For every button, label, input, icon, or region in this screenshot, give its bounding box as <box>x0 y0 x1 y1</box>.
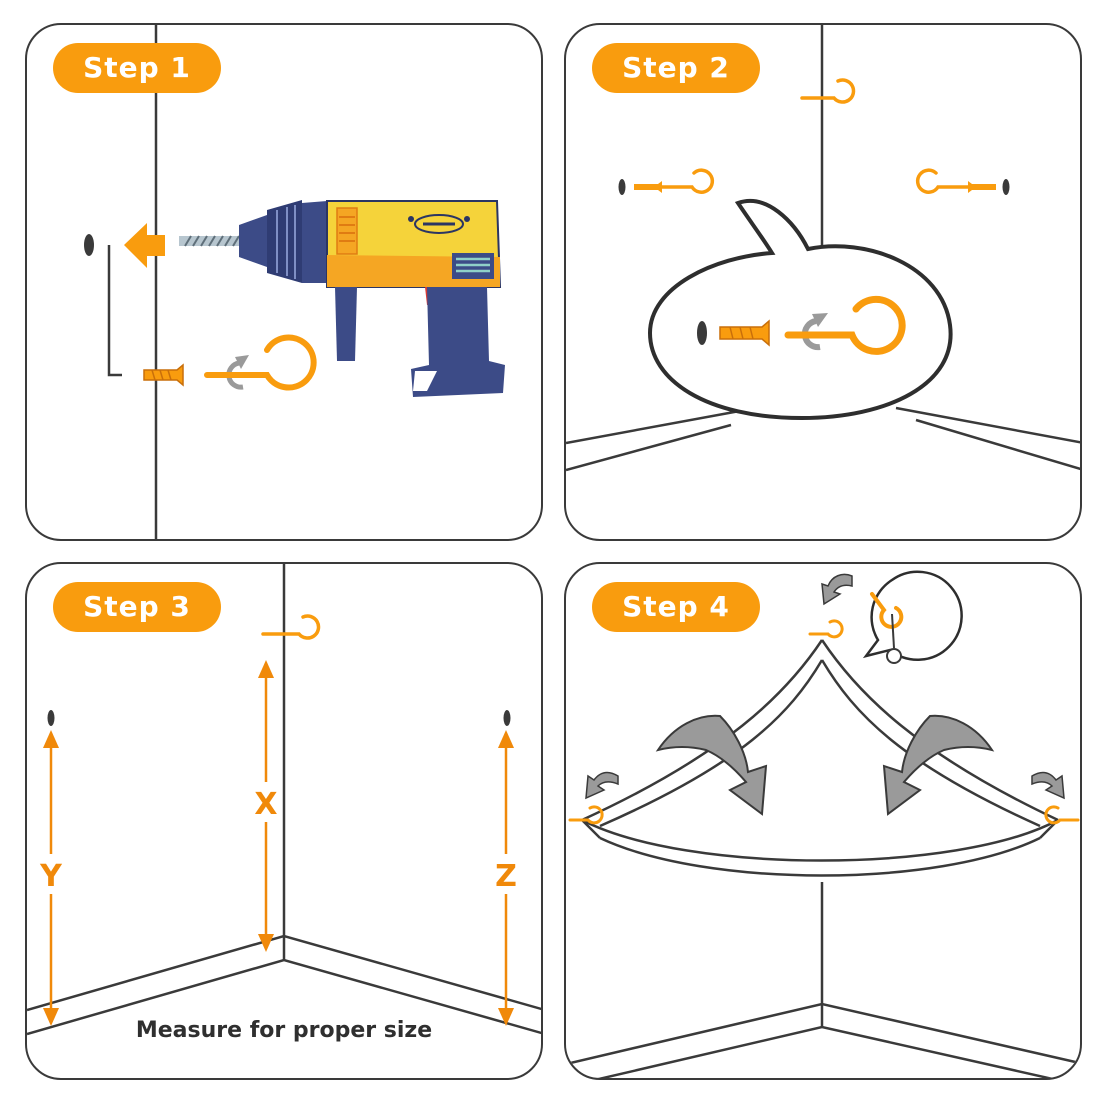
left-small-arrow-icon <box>585 771 619 800</box>
left-hole <box>618 179 626 195</box>
corner-hammock-net <box>581 639 1059 877</box>
zoom-bubble <box>647 199 953 421</box>
top-hook-icon <box>800 78 856 104</box>
step-1-panel: Step 1 <box>25 23 543 541</box>
right-small-arrow-icon <box>1031 771 1065 800</box>
step-2-panel: Step 2 <box>564 23 1082 541</box>
wall-anchor <box>143 363 184 387</box>
drill-battery <box>411 287 505 397</box>
y-label: Y <box>39 859 63 894</box>
top-hook-icon <box>261 614 321 640</box>
step-3-illustration: Y X Z <box>27 564 541 1036</box>
step-3-panel: Y X Z Step 3 Measure for proper size <box>25 562 543 1080</box>
screw-hook-icon <box>204 334 317 391</box>
step-1-badge: Step 1 <box>53 43 221 93</box>
left-anchor <box>634 181 662 193</box>
step-4-badge: Step 4 <box>592 582 760 632</box>
right-large-arrow-icon <box>882 714 995 816</box>
step-4-panel: Step 4 <box>564 562 1082 1080</box>
left-hook-icon <box>660 168 715 194</box>
step-4-illustration <box>566 570 1080 1078</box>
drill-chuck <box>239 215 267 267</box>
measure-caption: Measure for proper size <box>135 1018 433 1043</box>
step-3-badge: Step 3 <box>53 582 221 632</box>
floor-line <box>566 406 757 445</box>
step-2-badge: Step 2 <box>592 43 760 93</box>
right-hole <box>503 710 511 726</box>
right-hook-icon <box>1044 805 1080 825</box>
right-hook-icon <box>915 168 970 194</box>
right-anchor <box>968 181 996 193</box>
bubble-hook-icon <box>784 295 906 355</box>
drilled-hole <box>84 234 94 256</box>
bracket-line <box>107 245 122 377</box>
hook-detail-bubble <box>862 570 963 661</box>
top-small-arrow-icon <box>821 573 853 606</box>
direction-arrow-icon <box>124 223 165 268</box>
floor-line <box>566 1002 1080 1066</box>
step-1-illustration <box>84 25 505 539</box>
step-2-illustration <box>566 25 1080 472</box>
left-hook-icon <box>568 805 604 825</box>
drill-handle <box>335 287 357 361</box>
left-hole <box>47 710 55 726</box>
z-label: Z <box>495 859 517 894</box>
top-hook-icon <box>808 619 844 639</box>
x-label: X <box>254 787 277 822</box>
drill-bit <box>179 236 241 246</box>
right-hole <box>1002 179 1010 195</box>
left-large-arrow-icon <box>655 714 768 816</box>
